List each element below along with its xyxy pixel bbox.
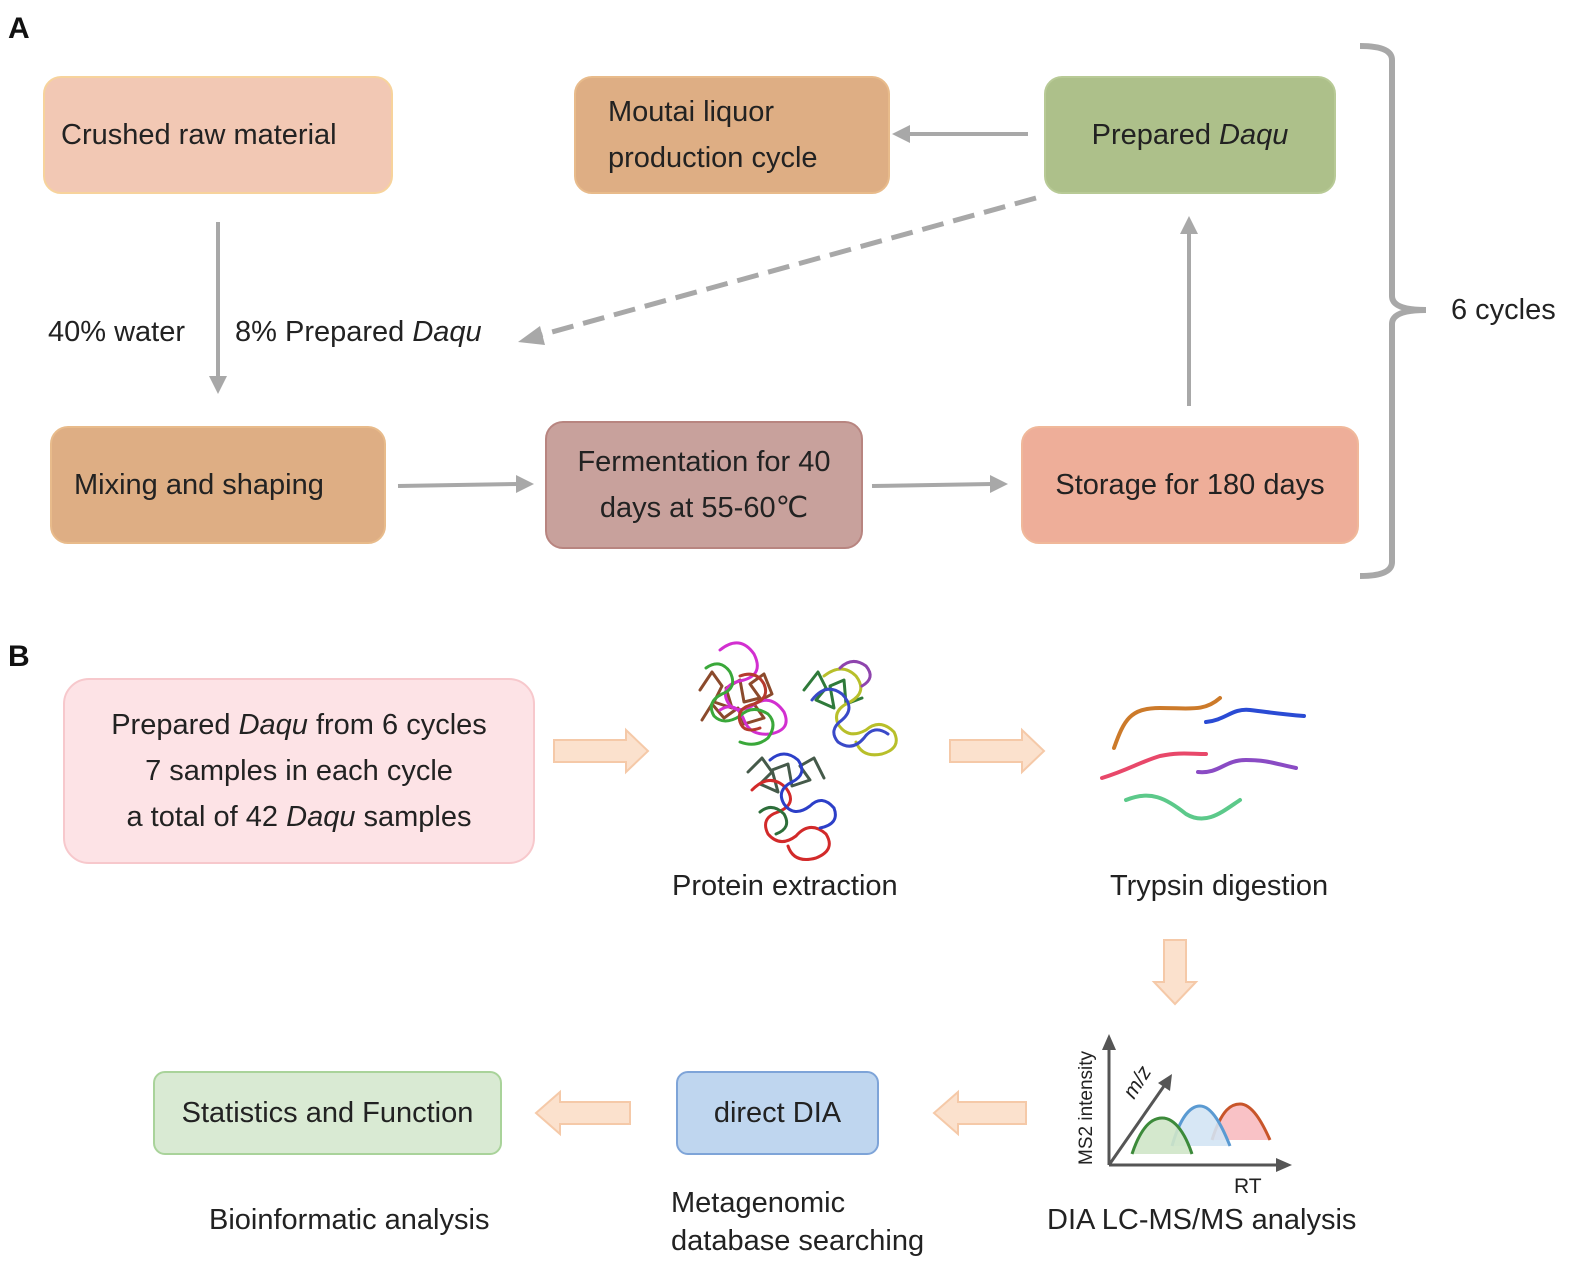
crushed-raw-material-box: Crushed raw material xyxy=(43,76,393,194)
mixing-shaping-box: Mixing and shaping xyxy=(50,426,386,544)
block-arrow-samples-to-protein xyxy=(553,727,650,775)
ms-spectrum-icon: MS2 intensity m/z RT xyxy=(1076,1034,1292,1198)
moutai-cycle-label-line2: production cycle xyxy=(608,142,818,174)
arrow-prepared-to-moutai xyxy=(892,125,1028,143)
mixing-shaping-label: Mixing and shaping xyxy=(74,468,324,501)
statistics-label: Statistics and Function xyxy=(181,1096,474,1129)
bioinformatic-label: Bioinformatic analysis xyxy=(209,1204,490,1236)
panel-b-label: B xyxy=(8,640,30,673)
protein-clumps-icon xyxy=(698,641,898,861)
panel-a-label: A xyxy=(8,12,30,45)
dia-analysis-label: DIA LC-MS/MS analysis xyxy=(1047,1204,1357,1236)
ms-axis-x-label: RT xyxy=(1234,1175,1262,1198)
arrow-mixing-to-fermentation xyxy=(397,475,534,493)
arrow-storage-to-prepared xyxy=(1180,216,1198,406)
direct-dia-box: direct DIA xyxy=(676,1071,879,1155)
ms-axis-z-label: m/z xyxy=(1119,1061,1157,1102)
statistics-box: Statistics and Function xyxy=(153,1071,502,1155)
samples-line2: 7 samples in each cycle xyxy=(145,755,453,787)
crushed-raw-material-label: Crushed raw material xyxy=(61,118,337,151)
fermentation-label-line1: Fermentation for 40 xyxy=(577,446,831,478)
storage-box: Storage for 180 days xyxy=(1021,426,1359,544)
trypsin-digestion-label: Trypsin digestion xyxy=(1110,870,1329,902)
storage-label: Storage for 180 days xyxy=(1055,468,1325,501)
cycles-label: 6 cycles xyxy=(1451,294,1556,326)
block-arrow-trypsin-to-dia xyxy=(1151,939,1199,1006)
water-label: 40% water xyxy=(48,316,186,348)
peptide-fragments-icon xyxy=(1100,696,1306,821)
arrow-crushed-to-mixing xyxy=(209,222,227,394)
moutai-cycle-label-line1: Moutai liquor xyxy=(608,96,775,128)
daqu-ratio-label: 8% Prepared Daqu xyxy=(235,316,482,348)
fermentation-label-line2: days at 55-60℃ xyxy=(599,492,809,524)
prepared-daqu-label: Prepared Daqu xyxy=(1091,118,1289,151)
arrow-fermentation-to-storage xyxy=(871,475,1008,493)
metagenomic-label: Metagenomic database searching xyxy=(671,1187,925,1257)
block-arrow-dia-to-direct xyxy=(932,1089,1027,1137)
prepared-daqu-box: Prepared Daqu xyxy=(1044,76,1336,194)
cycle-bracket xyxy=(1359,43,1427,579)
moutai-cycle-box: Moutai liquor production cycle xyxy=(574,76,890,194)
fermentation-box: Fermentation for 40 days at 55-60℃ xyxy=(545,421,863,549)
block-arrow-protein-to-trypsin xyxy=(949,727,1046,775)
samples-line3: a total of 42 Daqu samples xyxy=(126,801,472,833)
protein-extraction-label: Protein extraction xyxy=(672,870,898,902)
direct-dia-label: direct DIA xyxy=(713,1096,842,1129)
ms-axis-y-label: MS2 intensity xyxy=(1076,1050,1097,1165)
arrow-prepared-to-mixing-dashed xyxy=(518,195,1037,345)
samples-box: Prepared Daqu from 6 cycles 7 samples in… xyxy=(63,678,535,864)
samples-line1: Prepared Daqu from 6 cycles xyxy=(111,709,487,741)
block-arrow-direct-to-statistics xyxy=(534,1089,631,1137)
